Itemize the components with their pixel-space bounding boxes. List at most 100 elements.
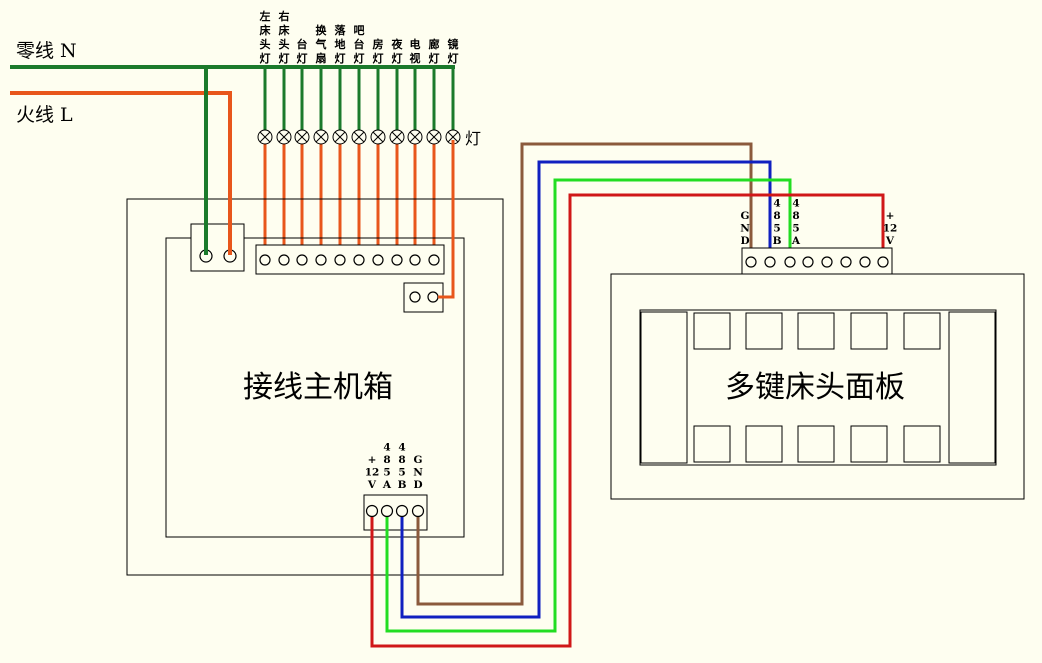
panel-key-top: [850, 312, 888, 350]
terminal-label-char: B: [773, 235, 782, 247]
host-terminal-485a: [380, 504, 394, 518]
lamp-name-char: 头: [260, 37, 271, 51]
panel-title: 多键床头面板: [725, 370, 905, 405]
lamp-name-char: 右: [278, 9, 290, 23]
lamp-name-char: 廊: [429, 37, 440, 51]
terminal-label-char: +: [368, 454, 377, 466]
mirror-lamp-wire: [438, 140, 455, 299]
lamp-icon: [313, 129, 329, 145]
neutral-label: 零线 N: [16, 40, 77, 62]
panel-keys: [693, 312, 941, 463]
lamp-name-char: 夜: [391, 37, 404, 51]
mains-input-terminal: [190, 223, 245, 272]
lamp-output-screw: [334, 254, 346, 266]
lamp-icon: [257, 129, 273, 145]
lamp-icon: [351, 129, 367, 145]
lamp-label: 灯: [465, 129, 481, 148]
terminal-label-char: G: [741, 210, 750, 222]
terminal-label-char: N: [740, 223, 750, 235]
terminal-label-char: 8: [773, 210, 780, 222]
lamp-output-screw: [409, 254, 421, 266]
lamp-name-char: 气: [315, 37, 327, 51]
panel-key-top: [693, 312, 731, 350]
panel-key-bottom: [850, 425, 888, 463]
lamp-icon: [294, 129, 310, 145]
terminal-label-char: 4: [792, 198, 799, 210]
host-terminal-12v: [365, 504, 379, 518]
lamp-name-char: 灯: [260, 51, 271, 65]
terminal-label-char: 12: [365, 467, 380, 479]
host-box-outer: [126, 198, 504, 576]
live-label: 火线 L: [16, 104, 73, 126]
lamp-output-screw: [296, 254, 308, 266]
lamp-name-char: 扇: [316, 51, 327, 65]
lamp-name-char: 灯: [279, 51, 290, 65]
panel-terminal-screw: [821, 256, 833, 268]
terminal-label-char: 4: [383, 442, 390, 454]
lamp-icon: [407, 129, 423, 145]
lamp-output-screw: [259, 254, 271, 266]
lamp-name-char: 镜: [448, 37, 459, 51]
terminal-label-char: 12: [883, 223, 898, 235]
panel-key-bottom: [745, 425, 783, 463]
panel-terminal-screw: [784, 256, 796, 268]
terminal-label-char: 8: [398, 454, 405, 466]
lamp-name-char: 灯: [354, 51, 365, 65]
terminal-label-char: 8: [792, 210, 799, 222]
terminal-label-char: 8: [383, 454, 390, 466]
cable-485a: [385, 178, 792, 633]
panel-terminal-screw: [802, 256, 814, 268]
panel-terminal-screw: [877, 256, 889, 268]
lamp-name-char: 左: [259, 9, 271, 23]
terminal-label-char: D: [740, 235, 749, 247]
terminal-label-char: V: [885, 235, 895, 247]
lamp-name-char: 换: [316, 23, 328, 37]
lamp-name-char: 灯: [392, 51, 403, 65]
panel-key-top: [797, 312, 835, 350]
host-terminal-485b: [395, 504, 409, 518]
lamp-name-char: 房: [373, 37, 384, 51]
lamp-icon: [370, 129, 386, 145]
terminal-label-char: G: [414, 454, 423, 466]
lamp-output-screw: [372, 254, 384, 266]
terminal-label-char: B: [398, 479, 407, 491]
panel-right-bar: [948, 311, 996, 464]
lamp-name-char: 灯: [429, 51, 440, 65]
panel-terminal-screw: [840, 256, 852, 268]
panel-key-top: [903, 312, 941, 350]
lamp-output-screw: [391, 254, 403, 266]
terminal-label-char: 5: [773, 223, 780, 235]
lamp-name-char: 吧: [354, 24, 365, 37]
panel-key-bottom: [797, 425, 835, 463]
host-terminal-gnd: [411, 504, 425, 518]
terminal-label-char: 5: [398, 467, 405, 479]
panel-key-bottom: [903, 425, 941, 463]
lamp-icon: [276, 129, 292, 145]
host-box-inner: [165, 237, 465, 538]
lamp-output-screw: [428, 254, 440, 266]
panel-key-top: [745, 312, 783, 350]
terminal-label-char: V: [367, 479, 377, 491]
mirror-terminal-screw-1: [409, 291, 421, 303]
lamp-icon: [332, 129, 348, 145]
lamp-name-char: 床: [260, 23, 272, 37]
panel-terminal-screw: [745, 256, 757, 268]
terminal-label-char: A: [791, 235, 801, 247]
panel-terminal-screw: [859, 256, 871, 268]
cable-485b: [400, 160, 772, 619]
lamp-output-screw: [315, 254, 327, 266]
lamp-output-screws: [259, 254, 440, 266]
lamp-name-char: 落: [335, 23, 347, 37]
panel-left-bar: [640, 311, 688, 464]
lamp-name-char: 灯: [373, 51, 384, 65]
lamp-name-char: 头: [279, 37, 290, 51]
host-box-title: 接线主机箱: [243, 370, 393, 405]
panel-terminal-screws: [745, 256, 889, 268]
lamp-name-char: 台: [297, 37, 308, 51]
lamp-name-char: 灯: [448, 51, 459, 65]
lamp-wires: [257, 67, 461, 259]
terminal-label-char: D: [413, 479, 422, 491]
